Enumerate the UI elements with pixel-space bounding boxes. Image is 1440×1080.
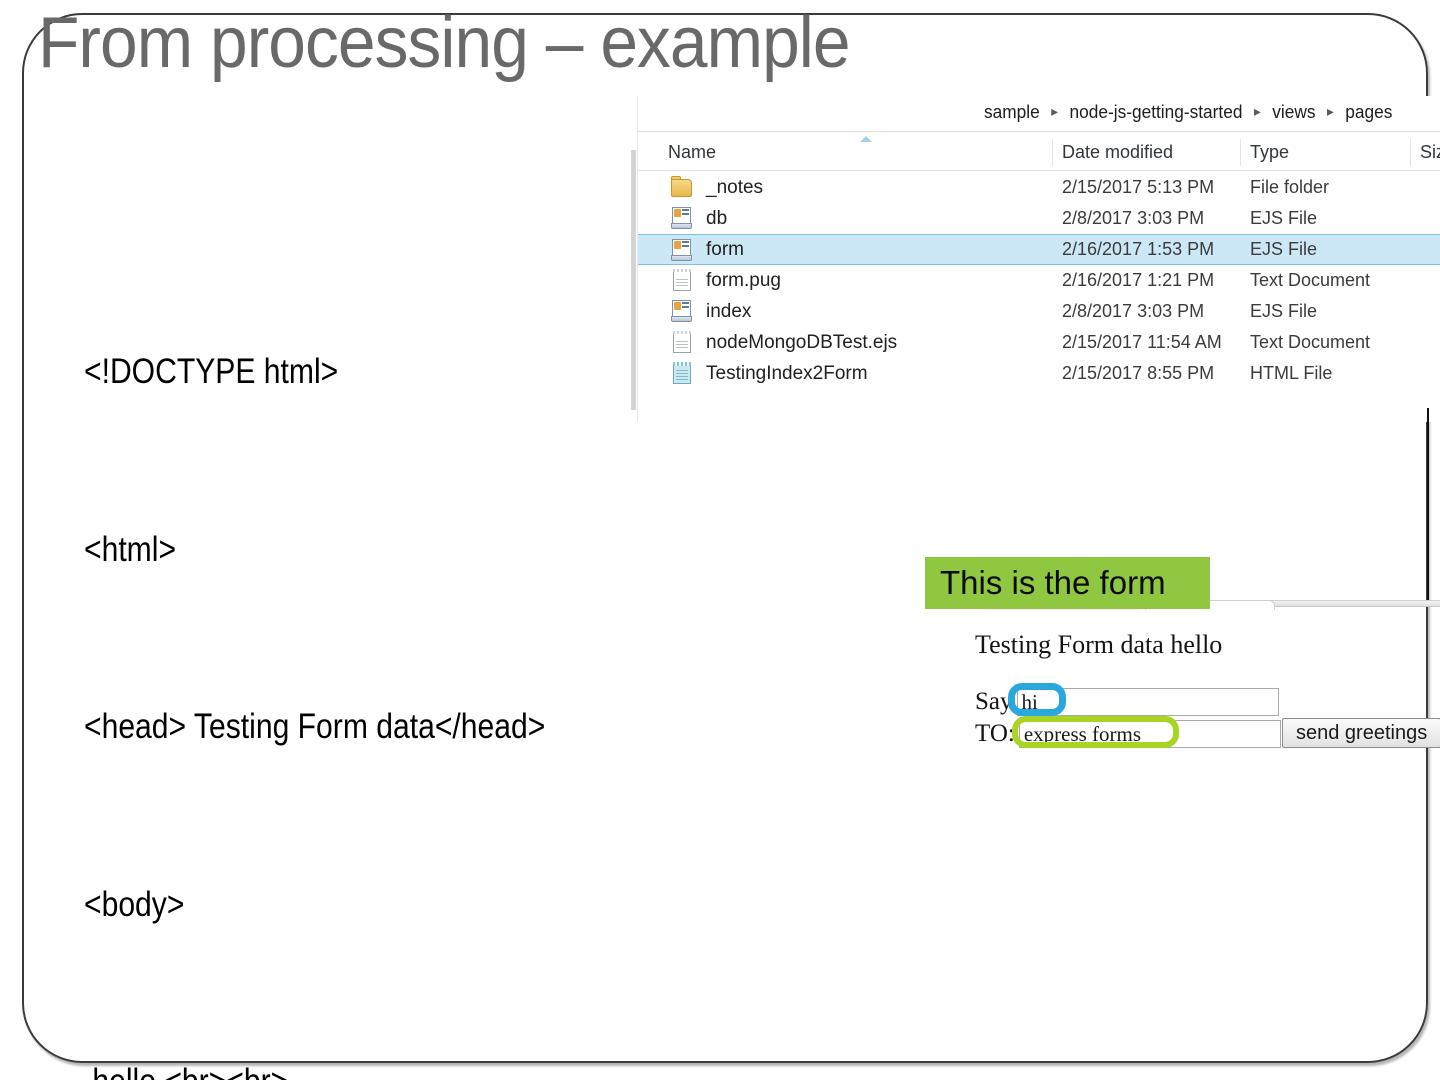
ejs-file-icon — [670, 299, 694, 324]
chevron-right-icon: ▸ — [1326, 103, 1334, 119]
file-name: form.pug — [706, 269, 781, 291]
address-bar[interactable]: sample ▸ node-js-getting-started ▸ views… — [638, 96, 1440, 132]
ejs-file-icon — [670, 206, 694, 231]
sort-ascending-icon — [860, 136, 872, 142]
file-name: _notes — [706, 176, 764, 198]
file-name: index — [706, 300, 752, 322]
chevron-right-icon: ▸ — [1253, 103, 1261, 119]
file-list: _notes 2/15/2017 5:13 PM File folder db … — [638, 172, 1440, 389]
column-divider[interactable] — [1410, 139, 1411, 166]
code-line: <html> — [84, 529, 177, 569]
file-type: File folder — [1250, 177, 1330, 197]
label-to: TO: — [975, 719, 1015, 747]
to-input[interactable]: express forms — [1018, 719, 1281, 748]
explorer-left-strip — [628, 96, 638, 422]
browser-form-preview: Testing Form data hello Say hi TO: expre… — [975, 612, 1440, 772]
callout-this-is-the-form: This is the form — [925, 557, 1210, 609]
table-row[interactable]: db 2/8/2017 3:03 PM EJS File — [638, 203, 1440, 234]
file-name: db — [706, 207, 728, 229]
breadcrumb-item-sample[interactable]: sample — [983, 102, 1040, 122]
label-say: Say — [975, 687, 1013, 715]
file-name: form — [706, 238, 744, 260]
file-type: EJS File — [1250, 239, 1318, 259]
table-row[interactable]: TestingIndex2Form 2/15/2017 8:55 PM HTML… — [638, 358, 1440, 389]
column-header-type[interactable]: Type — [1250, 142, 1290, 162]
column-header-date-modified[interactable]: Date modified — [1062, 142, 1174, 162]
file-date-modified: 2/16/2017 1:53 PM — [1062, 239, 1215, 259]
ejs-file-icon — [670, 238, 694, 263]
breadcrumb-item-pages[interactable]: pages — [1344, 102, 1392, 122]
breadcrumb-item-views[interactable]: views — [1271, 102, 1316, 122]
table-row-selected[interactable]: form 2/16/2017 1:53 PM EJS File — [638, 234, 1440, 265]
preview-heading: Testing Form data hello — [975, 630, 1223, 659]
vertical-divider — [1427, 408, 1429, 600]
send-greetings-button[interactable]: send greetings — [1282, 718, 1440, 748]
file-date-modified: 2/15/2017 11:54 AM — [1062, 332, 1222, 352]
table-row[interactable]: nodeMongoDBTest.ejs 2/15/2017 11:54 AM T… — [638, 327, 1440, 358]
form-field-say: Say hi — [975, 686, 1279, 717]
file-type: EJS File — [1250, 208, 1318, 228]
table-row[interactable]: index 2/8/2017 3:03 PM EJS File — [638, 296, 1440, 327]
file-date-modified: 2/8/2017 3:03 PM — [1062, 301, 1205, 321]
file-name: nodeMongoDBTest.ejs — [706, 331, 898, 353]
file-explorer-window[interactable]: sample ▸ node-js-getting-started ▸ views… — [628, 96, 1440, 422]
file-date-modified: 2/16/2017 1:21 PM — [1062, 270, 1215, 290]
file-type: EJS File — [1250, 301, 1318, 321]
text-document-icon — [670, 330, 694, 355]
column-header-name[interactable]: Name — [668, 142, 717, 162]
file-type: Text Document — [1250, 270, 1371, 290]
column-divider[interactable] — [1240, 139, 1241, 166]
file-name: TestingIndex2Form — [706, 362, 868, 384]
form-field-to: TO: express forms — [975, 718, 1281, 749]
file-date-modified: 2/15/2017 5:13 PM — [1062, 177, 1215, 197]
chevron-right-icon: ▸ — [1050, 103, 1058, 119]
html-code-snippet: <!DOCTYPE html> <html> <head> Testing Fo… — [84, 224, 884, 1080]
column-header-row: Name Date modified Type Siz — [638, 133, 1440, 171]
callout-label: This is the form — [940, 564, 1166, 601]
file-date-modified: 2/15/2017 8:55 PM — [1062, 363, 1215, 383]
folder-icon — [670, 175, 694, 200]
table-row[interactable]: _notes 2/15/2017 5:13 PM File folder — [638, 172, 1440, 203]
scrollbar-thumb[interactable] — [631, 150, 636, 410]
breadcrumb-item-node-js-getting-started[interactable]: node-js-getting-started — [1069, 102, 1243, 122]
page-title: From processing – example — [38, 3, 851, 83]
code-line: <head> Testing Form data</head> — [84, 707, 546, 747]
file-date-modified: 2/8/2017 3:03 PM — [1062, 208, 1205, 228]
code-line: <body> — [84, 884, 185, 924]
code-line: hello <br><br> — [84, 1052, 884, 1080]
file-type: HTML File — [1250, 363, 1333, 383]
breadcrumb[interactable]: sample ▸ node-js-getting-started ▸ views… — [984, 102, 1392, 123]
column-header-size[interactable]: Siz — [1420, 142, 1440, 162]
column-divider[interactable] — [1052, 139, 1053, 166]
code-line: <!DOCTYPE html> — [84, 352, 339, 392]
file-type: Text Document — [1250, 332, 1371, 352]
say-input[interactable]: hi — [1016, 687, 1279, 716]
table-row[interactable]: form.pug 2/16/2017 1:21 PM Text Document — [638, 265, 1440, 296]
text-document-icon — [670, 268, 694, 293]
html-file-icon — [670, 361, 694, 386]
